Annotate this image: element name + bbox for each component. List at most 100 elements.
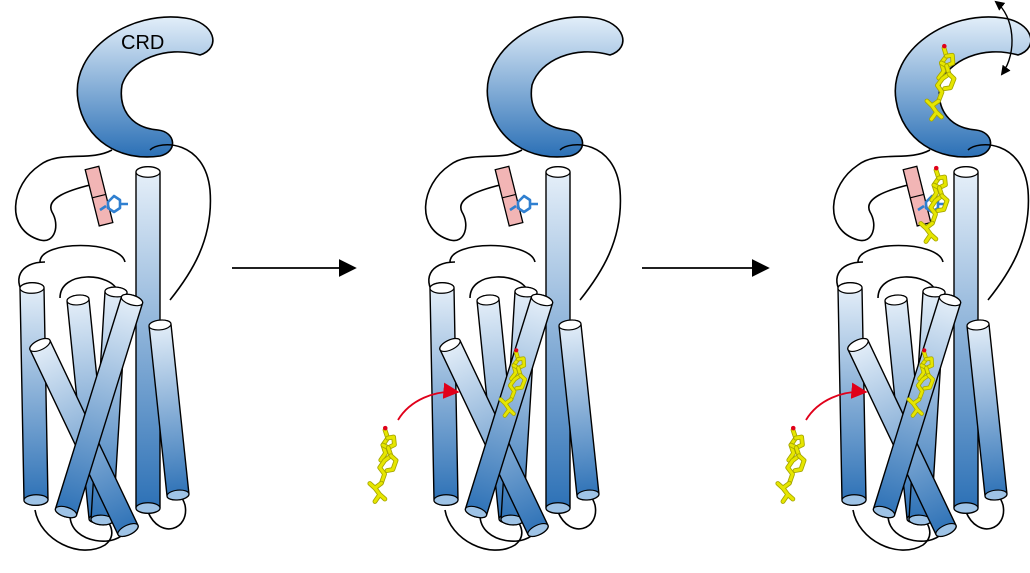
tm-helix-7-top bbox=[120, 293, 144, 307]
tm-helix-1 bbox=[135, 166, 161, 514]
sterol-in-crd-oxygen bbox=[942, 43, 947, 49]
loop-1 bbox=[149, 144, 212, 301]
linker-helix bbox=[494, 165, 524, 227]
sterol-membrane bbox=[367, 425, 399, 504]
sterol-in-tm bbox=[498, 348, 528, 418]
sterol-at-linker bbox=[918, 165, 950, 244]
loop-3 bbox=[857, 244, 944, 263]
small-ligand bbox=[99, 194, 128, 214]
loop-0 bbox=[832, 149, 931, 242]
sterol-membrane bbox=[775, 425, 807, 504]
sterol-in-crd-stick-3 bbox=[943, 72, 956, 91]
sterol-membrane-oxygen bbox=[790, 425, 796, 431]
sterol-at-linker-stick-3 bbox=[936, 194, 949, 213]
loop-0 bbox=[424, 149, 523, 242]
tm-helix-1-end bbox=[135, 502, 161, 514]
panel-inactive bbox=[14, 16, 214, 551]
tm-helix-7 bbox=[54, 293, 144, 519]
sterol-in-crd bbox=[924, 43, 957, 122]
sterol-in-tm-stick-4 bbox=[907, 398, 924, 417]
tm-helix-1-top bbox=[545, 166, 571, 178]
sterol-entry-arrow bbox=[397, 382, 460, 421]
sterol-membrane-stick-3 bbox=[793, 454, 806, 473]
tm-helix-7-end bbox=[872, 505, 896, 519]
tm-helix-4-top bbox=[884, 294, 908, 306]
tm-helix-6-top bbox=[847, 337, 869, 353]
panel-sterol-entry bbox=[367, 16, 624, 551]
tm-helix-1 bbox=[953, 166, 979, 514]
sterol-membrane-stick-4 bbox=[776, 481, 795, 504]
tm-helix-6-end bbox=[935, 522, 957, 538]
tm-helix-2-top bbox=[558, 319, 582, 331]
tm-helix-2 bbox=[148, 319, 190, 501]
tm-helix-3-top bbox=[429, 282, 455, 294]
tm-helix-7-end bbox=[54, 505, 78, 519]
tm-helix-6-end bbox=[527, 522, 549, 538]
loop-4 bbox=[59, 276, 119, 299]
crd-domain bbox=[486, 16, 624, 158]
tm-helix-3-end bbox=[23, 494, 49, 506]
tm-helix-3-end bbox=[433, 494, 459, 506]
sterol-in-tm-stick-3 bbox=[923, 373, 935, 390]
tm-helix-2-top bbox=[966, 319, 990, 331]
tm-helix-7-top bbox=[938, 293, 962, 307]
linker-helix bbox=[902, 165, 932, 227]
tm-helix-4-top bbox=[476, 294, 500, 306]
tm-helix-4-top bbox=[66, 294, 90, 306]
linker-helix bbox=[84, 165, 114, 227]
tm-helix-6-top bbox=[29, 337, 51, 353]
linker-helix-divider bbox=[910, 193, 924, 199]
tm-helix-2 bbox=[966, 319, 1008, 501]
tm-helix-5-top bbox=[922, 286, 946, 298]
sterol-in-tm-oxygen bbox=[922, 348, 927, 353]
tm-helix-5-top bbox=[514, 286, 538, 298]
sterol-membrane-stick-4 bbox=[368, 481, 387, 504]
sterol-in-tm-stick-3 bbox=[515, 373, 527, 390]
sterol-membrane-stick-3 bbox=[385, 454, 398, 473]
sterol-in-tm bbox=[906, 348, 936, 418]
tm-helix-3 bbox=[19, 282, 49, 506]
tm-helix-6-top bbox=[439, 337, 461, 353]
tm-helix-7-top bbox=[530, 293, 554, 307]
tm-helix-7-end bbox=[464, 505, 488, 519]
crd-domain bbox=[894, 16, 1030, 158]
tm-helix-1-end bbox=[545, 502, 571, 514]
loop-4 bbox=[877, 276, 937, 299]
tm-helix-2 bbox=[558, 319, 600, 501]
tm-helix-2-end bbox=[984, 489, 1008, 501]
small-ligand-ring bbox=[99, 194, 128, 214]
tm-helix-1 bbox=[545, 166, 571, 514]
tm-helix-3-top bbox=[19, 282, 45, 294]
panel-crd-binding bbox=[775, 0, 1030, 551]
tm-helix-5-top bbox=[104, 286, 128, 298]
crd-domain bbox=[76, 16, 214, 158]
tm-helix-2-end bbox=[576, 489, 600, 501]
small-ligand-ring bbox=[509, 194, 538, 214]
tm-helix-2-top bbox=[148, 319, 172, 331]
loop-4 bbox=[469, 276, 529, 299]
tm-helix-3-end bbox=[841, 494, 867, 506]
sterol-membrane-oxygen bbox=[382, 425, 388, 431]
sterol-at-linker-stick-4 bbox=[919, 221, 938, 244]
small-ligand bbox=[509, 194, 538, 214]
tm-helix-2-end bbox=[166, 489, 190, 501]
tm-helix-3-body bbox=[19, 282, 49, 506]
loop-3 bbox=[39, 244, 126, 263]
sterol-in-crd-stick-4 bbox=[925, 99, 943, 121]
linker-helix-divider bbox=[92, 193, 106, 199]
tm-helix-1-end bbox=[953, 502, 979, 514]
loop-0 bbox=[14, 149, 113, 242]
crd-label: CRD bbox=[121, 32, 165, 54]
tm-helix-1-top bbox=[135, 166, 161, 178]
crd-motion-arrow bbox=[994, 0, 1013, 76]
tm-helix-3-top bbox=[837, 282, 863, 294]
tm-helix-6-end bbox=[117, 522, 139, 538]
loop-1 bbox=[967, 144, 1030, 301]
loop-1 bbox=[559, 144, 622, 301]
tm-helix-1-top bbox=[953, 166, 979, 178]
sterol-in-tm-stick-4 bbox=[499, 398, 516, 417]
sterol-at-linker-oxygen bbox=[933, 165, 939, 171]
linker-helix-divider bbox=[502, 193, 516, 199]
sterol-in-tm-oxygen bbox=[514, 348, 519, 353]
